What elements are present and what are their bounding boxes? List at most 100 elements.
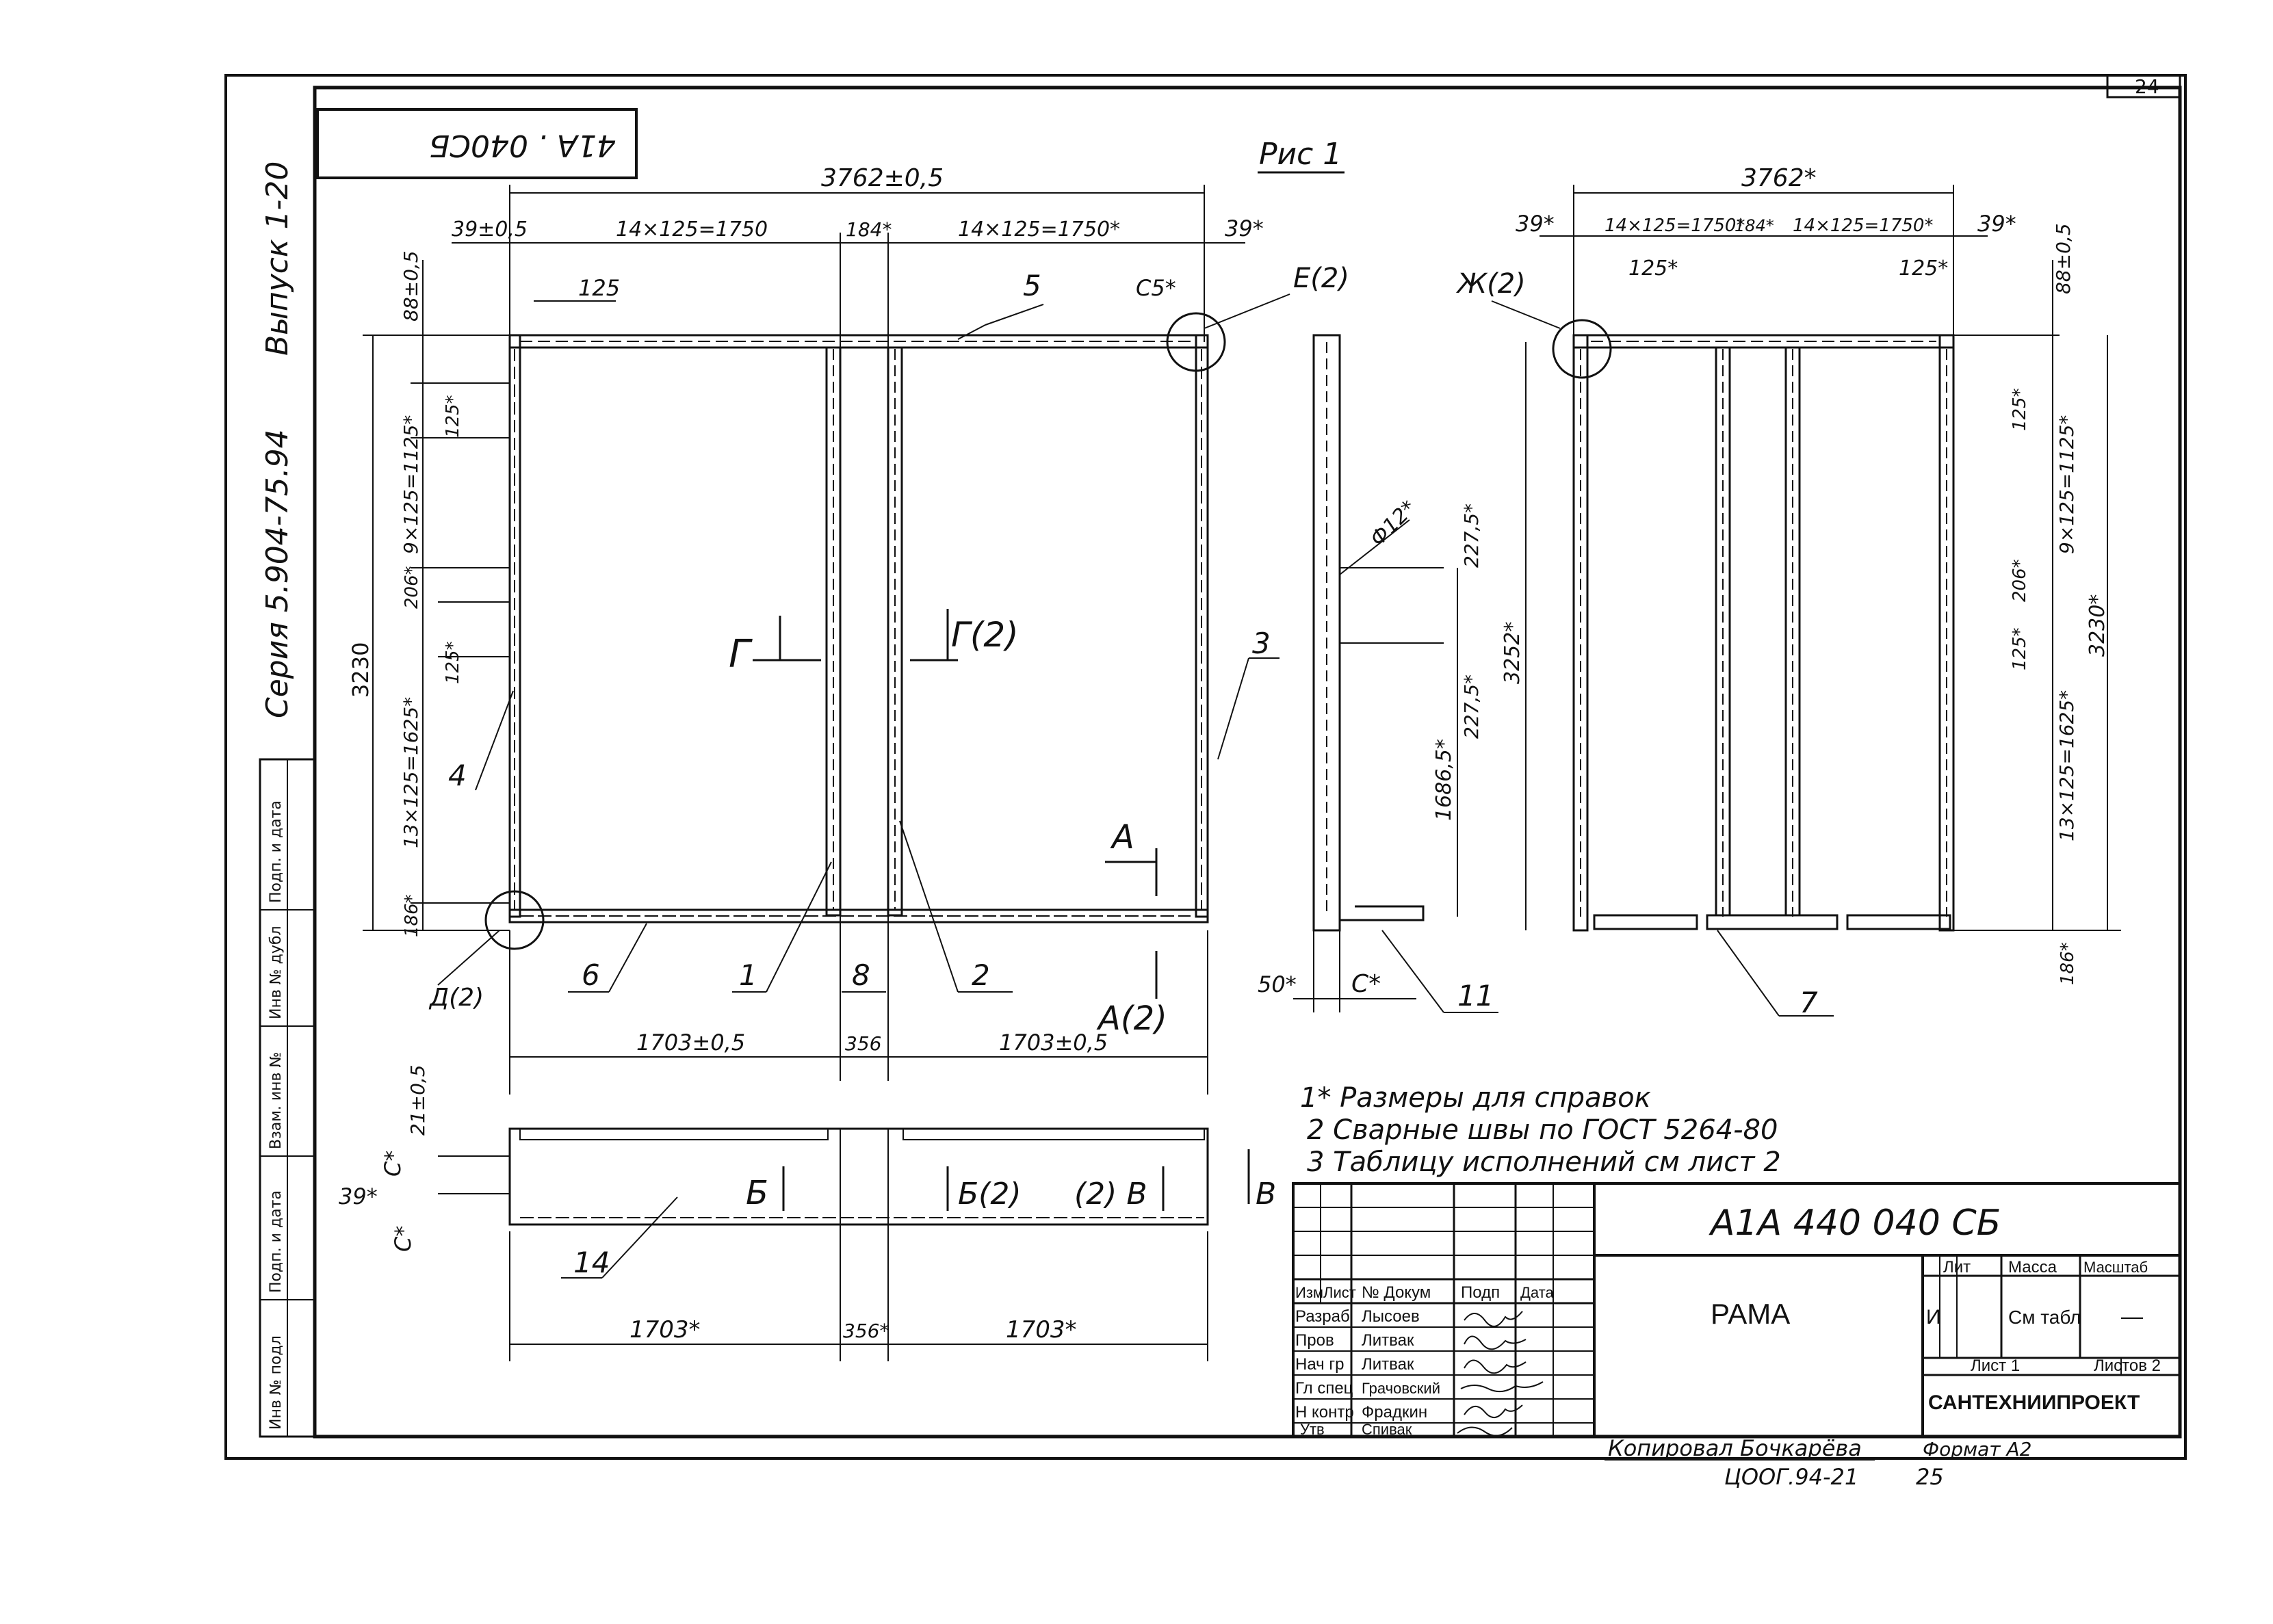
- plan-section-b-left: Б: [746, 1174, 768, 1212]
- figure-label: Рис 1: [1259, 137, 1342, 172]
- dim-left: 39±0,5: [452, 218, 528, 241]
- dim-2275a: 227,5*: [1460, 503, 1483, 568]
- tb-name-2: Литвак: [1362, 1355, 1414, 1374]
- dim-span-left: 14×125=1750: [616, 218, 768, 241]
- rv-dim-206: 206*: [2010, 559, 2030, 602]
- dim-overall-width: 3762±0,5: [821, 164, 944, 192]
- dim-height: 3230: [348, 642, 374, 698]
- rv-dim-125v2: 125*: [2010, 627, 2030, 670]
- rv-dim-125l: 125*: [1628, 257, 1678, 280]
- notes: 1* Размеры для справок 2 Сварные швы по …: [1300, 1082, 1781, 1178]
- footer-format: Формат А2: [1923, 1438, 2031, 1461]
- plan-dim-bottom-left: 1703*: [629, 1316, 701, 1344]
- tb-role-0: Разраб: [1295, 1307, 1350, 1326]
- tb-sheets: Листов 2: [2094, 1357, 2161, 1375]
- tb-head-izm: Изм: [1295, 1284, 1323, 1301]
- tb-name-5: Спивак: [1362, 1421, 1412, 1438]
- issue-label: Выпуск 1-20: [260, 161, 295, 356]
- tb-name: РАМА: [1711, 1298, 1790, 1330]
- rv-dim-right: 39*: [1977, 211, 2016, 237]
- plan-dim-39: 39*: [339, 1183, 378, 1209]
- plan-dim-bottom-right: 1703*: [1006, 1316, 1077, 1344]
- sheet-number: 24: [2135, 75, 2159, 98]
- tb-org: САНТЕХНИИПРОЕКТ: [1928, 1391, 2140, 1414]
- dim-center: 184*: [846, 218, 892, 241]
- strip-label-3: Взам. инв №: [268, 1052, 285, 1149]
- doc-stamp-box: [316, 108, 638, 179]
- dim-125v2: 125*: [443, 641, 463, 684]
- plan-view: 21±0,5 С* 39* С* Б Б(2) (2) В В 14 1703*…: [339, 1064, 1276, 1361]
- tb-mass-value: См табл: [2008, 1307, 2081, 1328]
- dim-50: 50*: [1258, 971, 1297, 997]
- tb-role-1: Пров: [1295, 1331, 1334, 1350]
- signature-2: [1464, 1335, 1527, 1350]
- rv-overall-width: 3762*: [1741, 164, 1817, 192]
- tb-role-5: Утв: [1300, 1421, 1325, 1438]
- footer-code: ЦООГ.94-21: [1724, 1464, 1858, 1490]
- tb-head-data: Дата: [1520, 1284, 1554, 1301]
- sheet-number-box: [2106, 74, 2181, 99]
- footer-page: 25: [1916, 1464, 1944, 1490]
- rv-dim-span-right: 14×125=1750*: [1793, 215, 1933, 236]
- tb-role-4: Н контр: [1295, 1403, 1354, 1422]
- rv-dim-125r: 125*: [1899, 257, 1948, 280]
- section-g-right: Г(2): [951, 615, 1019, 655]
- tb-name-0: Лысоев: [1362, 1307, 1420, 1326]
- tb-designation: А1А 440 040 СБ: [1709, 1203, 2001, 1244]
- plan-dim-c2: С*: [390, 1226, 416, 1252]
- tb-head-list: Лист: [1323, 1284, 1356, 1301]
- tb-name-1: Литвак: [1362, 1331, 1414, 1350]
- pos-3: 3: [1252, 627, 1271, 660]
- dim-13x125: 13×125=1625*: [400, 697, 422, 848]
- dim-bottom-right: 1703±0,5: [999, 1030, 1108, 1056]
- strip-label-4: Подп. и дата: [268, 1190, 285, 1293]
- tb-lit-value: И: [1926, 1306, 1941, 1328]
- pos-5: 5: [1023, 269, 1041, 302]
- rv-callout-zh: Ж(2): [1455, 268, 1526, 300]
- dim-bottom-left: 1703±0,5: [636, 1030, 745, 1056]
- signature-4: [1460, 1381, 1544, 1393]
- strip-label-2: Инв № дубл: [268, 926, 285, 1019]
- dim-206: 206*: [402, 566, 422, 609]
- rv-dim-186: 186*: [2057, 942, 2078, 985]
- rv-dim-88: 88±0,5: [2052, 223, 2075, 294]
- dim-c5: С5*: [1136, 275, 1176, 301]
- series-label: Серия 5.904-75.94: [260, 429, 295, 718]
- plan-pos-14: 14: [573, 1246, 610, 1279]
- pos-2: 2: [972, 958, 990, 992]
- section-g-left: Г: [729, 632, 753, 677]
- plan-section-b-right: Б(2): [958, 1177, 1022, 1212]
- section-a-top: А: [1110, 818, 1134, 856]
- tb-head-doc: № Докум: [1362, 1283, 1431, 1302]
- pos-8: 8: [852, 958, 870, 992]
- dim-3252: 3252*: [1501, 622, 1524, 684]
- plan-section-v-left: (2) В: [1074, 1177, 1147, 1212]
- dim-1686: 1686,5*: [1432, 739, 1456, 821]
- dim-9x125: 9×125=1125*: [400, 415, 422, 554]
- callout-d: Д(2): [428, 984, 484, 1012]
- dim-125v: 125*: [443, 395, 463, 438]
- signature-5: [1464, 1404, 1523, 1418]
- section-a-bottom: А(2): [1096, 999, 1167, 1038]
- front-view: 3762±0,5 39±0,5 14×125=1750 184* 14×125=…: [348, 164, 1349, 1095]
- doc-stamp-rotated: 41A . 040СБ: [429, 128, 616, 163]
- pos-6: 6: [582, 958, 600, 992]
- right-view: 3762* 39* 14×125=1750* 184* 14×125=1750*…: [1455, 164, 2121, 1019]
- dim-c-side: С*: [1351, 970, 1381, 998]
- strip-label-1: Подп. и дата: [268, 800, 285, 903]
- tb-lit-label: Лит: [1943, 1258, 1971, 1276]
- dim-phi: Ф12*: [1366, 496, 1421, 551]
- tb-sheet: Лист 1: [1971, 1357, 2020, 1375]
- rv-pos-7: 7: [1800, 986, 1818, 1019]
- note-3: 3 Таблицу исполнений см лист 2: [1307, 1147, 1781, 1178]
- dim-125: 125: [578, 275, 620, 301]
- tb-scale-label: Масштаб: [2083, 1259, 2148, 1276]
- pos-4: 4: [448, 759, 467, 792]
- tb-name-4: Фрадкин: [1362, 1403, 1427, 1422]
- plan-section-v-right: В: [1256, 1177, 1276, 1212]
- pos-11: 11: [1457, 979, 1494, 1012]
- tb-role-2: Нач гр: [1295, 1355, 1344, 1374]
- title-block: Изм Лист № Докум Подп Дата Разраб Лысоев…: [1292, 1182, 2181, 1438]
- pos-1: 1: [739, 958, 757, 992]
- signature-3: [1464, 1359, 1527, 1374]
